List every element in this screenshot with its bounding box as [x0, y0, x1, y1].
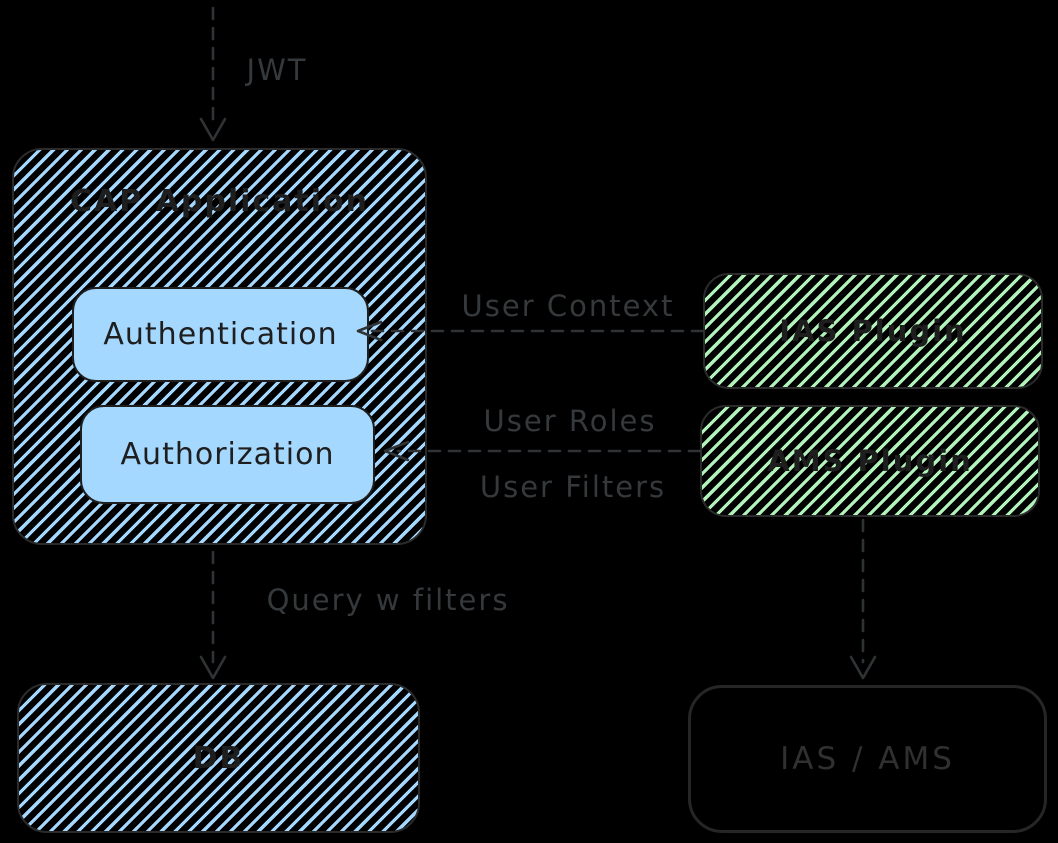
query-arrow-icon — [199, 550, 227, 680]
authentication-label: Authentication — [103, 317, 338, 352]
authorization-box: Authorization — [80, 405, 375, 504]
authorization-label: Authorization — [120, 437, 335, 472]
ams-plugin-box: AMS Plugin — [700, 405, 1040, 517]
cap-application-label: CAP Application — [69, 184, 370, 219]
jwt-arrow-icon — [199, 6, 227, 142]
ias-ams-box: IAS / AMS — [688, 685, 1047, 833]
user-roles-edge-label: User Roles — [483, 404, 657, 438]
ias-plugin-label: IAS Plugin — [779, 314, 967, 348]
cap-application-box: CAP Application Authentication Authoriza… — [12, 148, 427, 545]
jwt-edge-label: JWT — [246, 53, 308, 87]
authentication-box: Authentication — [72, 287, 369, 382]
db-label: DB — [192, 740, 245, 776]
ams-plugin-label: AMS Plugin — [767, 444, 973, 478]
ias-plugin-box: IAS Plugin — [703, 273, 1043, 389]
user-filters-edge-label: User Filters — [479, 470, 667, 504]
ams-to-ias-ams-arrow-icon — [849, 518, 877, 680]
db-box: DB — [17, 683, 420, 833]
user-roles-arrow-icon — [383, 440, 702, 462]
user-context-edge-label: User Context — [461, 289, 675, 323]
ias-ams-label: IAS / AMS — [780, 741, 955, 777]
query-edge-label: Query w filters — [266, 583, 510, 617]
